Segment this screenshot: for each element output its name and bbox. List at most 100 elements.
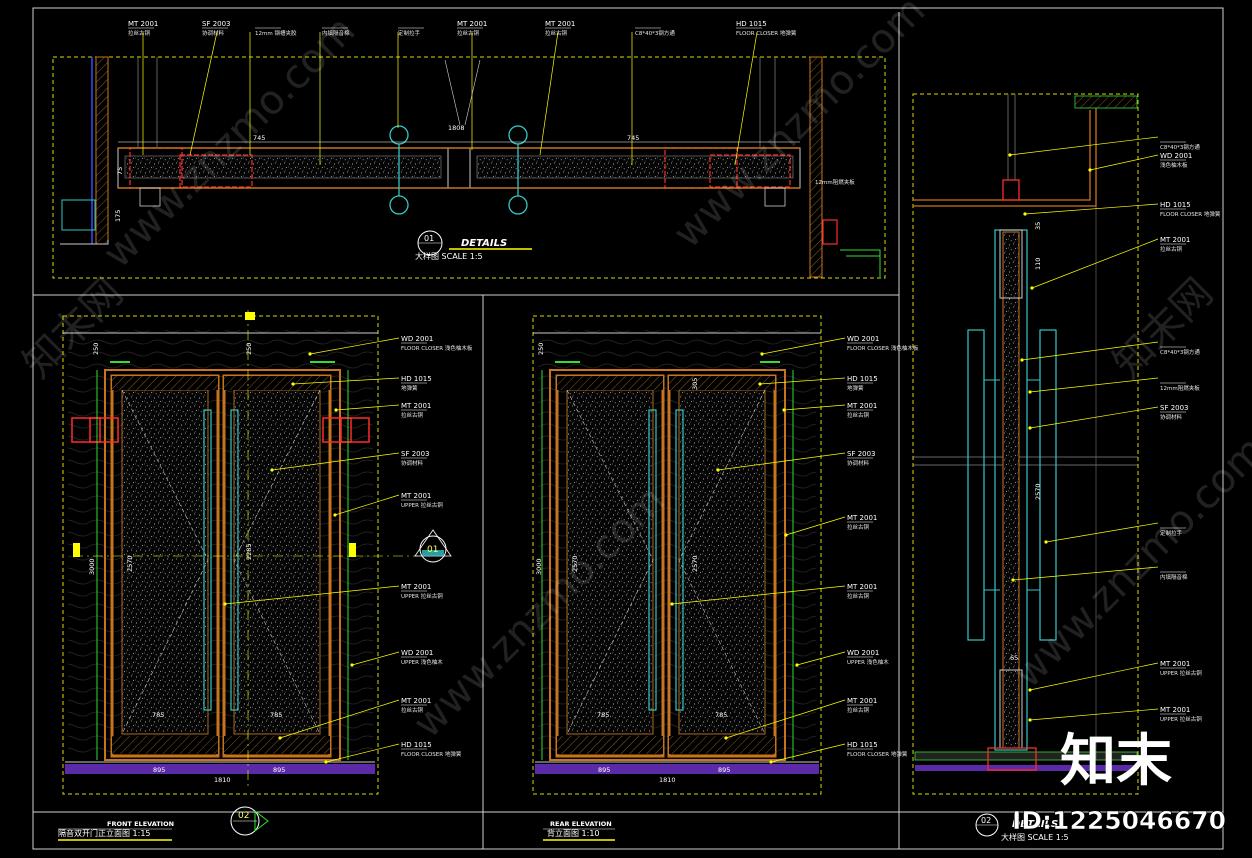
callout-tag: 内填隔音棉 (322, 27, 350, 37)
callout-description: 拉丝古铜 (847, 706, 870, 714)
watermark-url-2: www.znzmo.com (665, 0, 935, 257)
callout-code: MT 2001 (401, 583, 431, 591)
section-dim-top: 110 (1034, 258, 1042, 270)
top-dim-side-2: 75 (116, 167, 124, 175)
callout-code: MT 2001 (1160, 706, 1190, 714)
callout-description: FLOOR CLOSER 地弹簧 (847, 750, 908, 758)
section-dim-top-2: 35 (1034, 222, 1042, 230)
callout-code: WD 2001 (1160, 152, 1192, 160)
section-title: DETAILS (1012, 819, 1058, 830)
section-marker-number: 01 (427, 545, 438, 555)
front-dim-bottom-left: 895 (153, 766, 165, 774)
front-dim-top-center: 250 (245, 343, 253, 355)
watermark-brand-cn: 知末 (1060, 729, 1172, 794)
front-dim-door-height: 2570 (126, 555, 134, 572)
rear-dim-bottom-right: 895 (718, 766, 730, 774)
callout-code: WD 2001 (847, 649, 879, 657)
callout-code: HD 1015 (847, 375, 878, 383)
front-dim-top-left: 250 (92, 343, 100, 355)
rear-dim-right-height: 2570 (691, 555, 699, 572)
callout-description: 拉丝古铜 (1160, 245, 1183, 253)
callout-tag: C8*40*3钢方通 (1008, 136, 1200, 157)
callout-code: MT 2001 (401, 492, 431, 500)
callout-description: 浅色柚木板 (1160, 161, 1188, 169)
callout-description: UPPER 浅色柚木 (847, 658, 889, 666)
callout-description: 12mm阻燃夹板 (1160, 384, 1200, 392)
callout-description: FLOOR CLOSER 地弹簧 (736, 29, 797, 37)
callout-description: C8*40*3钢方通 (1160, 143, 1200, 151)
callout-description: 拉丝古铜 (847, 411, 870, 419)
callout-code: SF 2003 (401, 450, 430, 458)
callout-description: FLOOR CLOSER 地弹簧 (1160, 210, 1221, 218)
rear-dim-top-right: 305 (691, 378, 699, 390)
callout-description: FLOOR CLOSER 地弹簧 (401, 750, 462, 758)
rear-dim-total: 1810 (659, 776, 676, 784)
watermark-id: ID:1225046670 (1012, 806, 1226, 835)
callout-tag: 定制拉手 (1044, 522, 1186, 544)
callout-description: FLOOR CLOSER 浅色柚木板 (401, 344, 473, 352)
front-dim-total: 1810 (214, 776, 231, 784)
rear-elevation-view: 785 785 895 895 1810 3000 2570 2570 250 … (532, 315, 919, 841)
callout-tag: C8*40*3钢方通 (1020, 341, 1200, 362)
sheet-frame (32, 7, 1224, 850)
rear-title-en: REAR ELEVATION (550, 820, 612, 828)
callout-code: WD 2001 (401, 649, 433, 657)
callout-description: 拉丝古铜 (401, 706, 424, 714)
section-dim-bottom: 65 (1010, 654, 1018, 662)
top-dim-left: 745 (253, 134, 265, 142)
callout-code: MT 2001 (847, 514, 877, 522)
rear-dim-panel-left: 785 (597, 711, 609, 719)
callout-description: 协调材料 (1160, 413, 1183, 421)
top-view-title: DETAILS (461, 238, 507, 249)
rear-dim-door-height: 2570 (571, 555, 579, 572)
callout-code: MT 2001 (847, 697, 877, 705)
callout-description: 地弹簧 (401, 384, 418, 392)
callout-description: UPPER 拉丝古铜 (401, 501, 443, 509)
callout-description: UPPER 拉丝古铜 (1160, 669, 1202, 677)
callout-code: MT 2001 (457, 20, 487, 28)
callout-code: MT 2001 (401, 697, 431, 705)
callout-code: HD 1015 (1160, 201, 1191, 209)
front-number-circle (230, 806, 260, 836)
section-subtitle: 大样图 SCALE 1:5 (1001, 832, 1069, 842)
callout-description: 协调材料 (202, 29, 225, 37)
callout-code: MT 2001 (1160, 236, 1190, 244)
front-dim-panel-left: 785 (152, 711, 164, 719)
watermark-url-4: www.znzmo.com (1005, 427, 1252, 697)
callout-description: 拉丝古铜 (401, 411, 424, 419)
callout-description: 协调材料 (401, 459, 424, 467)
top-dim-side: 175 (114, 210, 122, 222)
rear-dim-top-left: 250 (537, 343, 545, 355)
callout-code: HD 1015 (847, 741, 878, 749)
rear-dim-bottom-left: 895 (598, 766, 610, 774)
callout-description: 拉丝古铜 (847, 523, 870, 531)
callout-description: UPPER 浅色柚木 (401, 658, 443, 666)
callout-code: SF 2003 (1160, 404, 1189, 412)
top-view-subtitle: 大样图 SCALE 1:5 (415, 251, 483, 261)
callout-code: HD 1015 (736, 20, 767, 28)
callout-code: MT 2001 (847, 583, 877, 591)
callout-description: C8*40*3钢方通 (1160, 348, 1200, 356)
front-number: 02 (238, 811, 249, 821)
callout-code: HD 1015 (401, 741, 432, 749)
